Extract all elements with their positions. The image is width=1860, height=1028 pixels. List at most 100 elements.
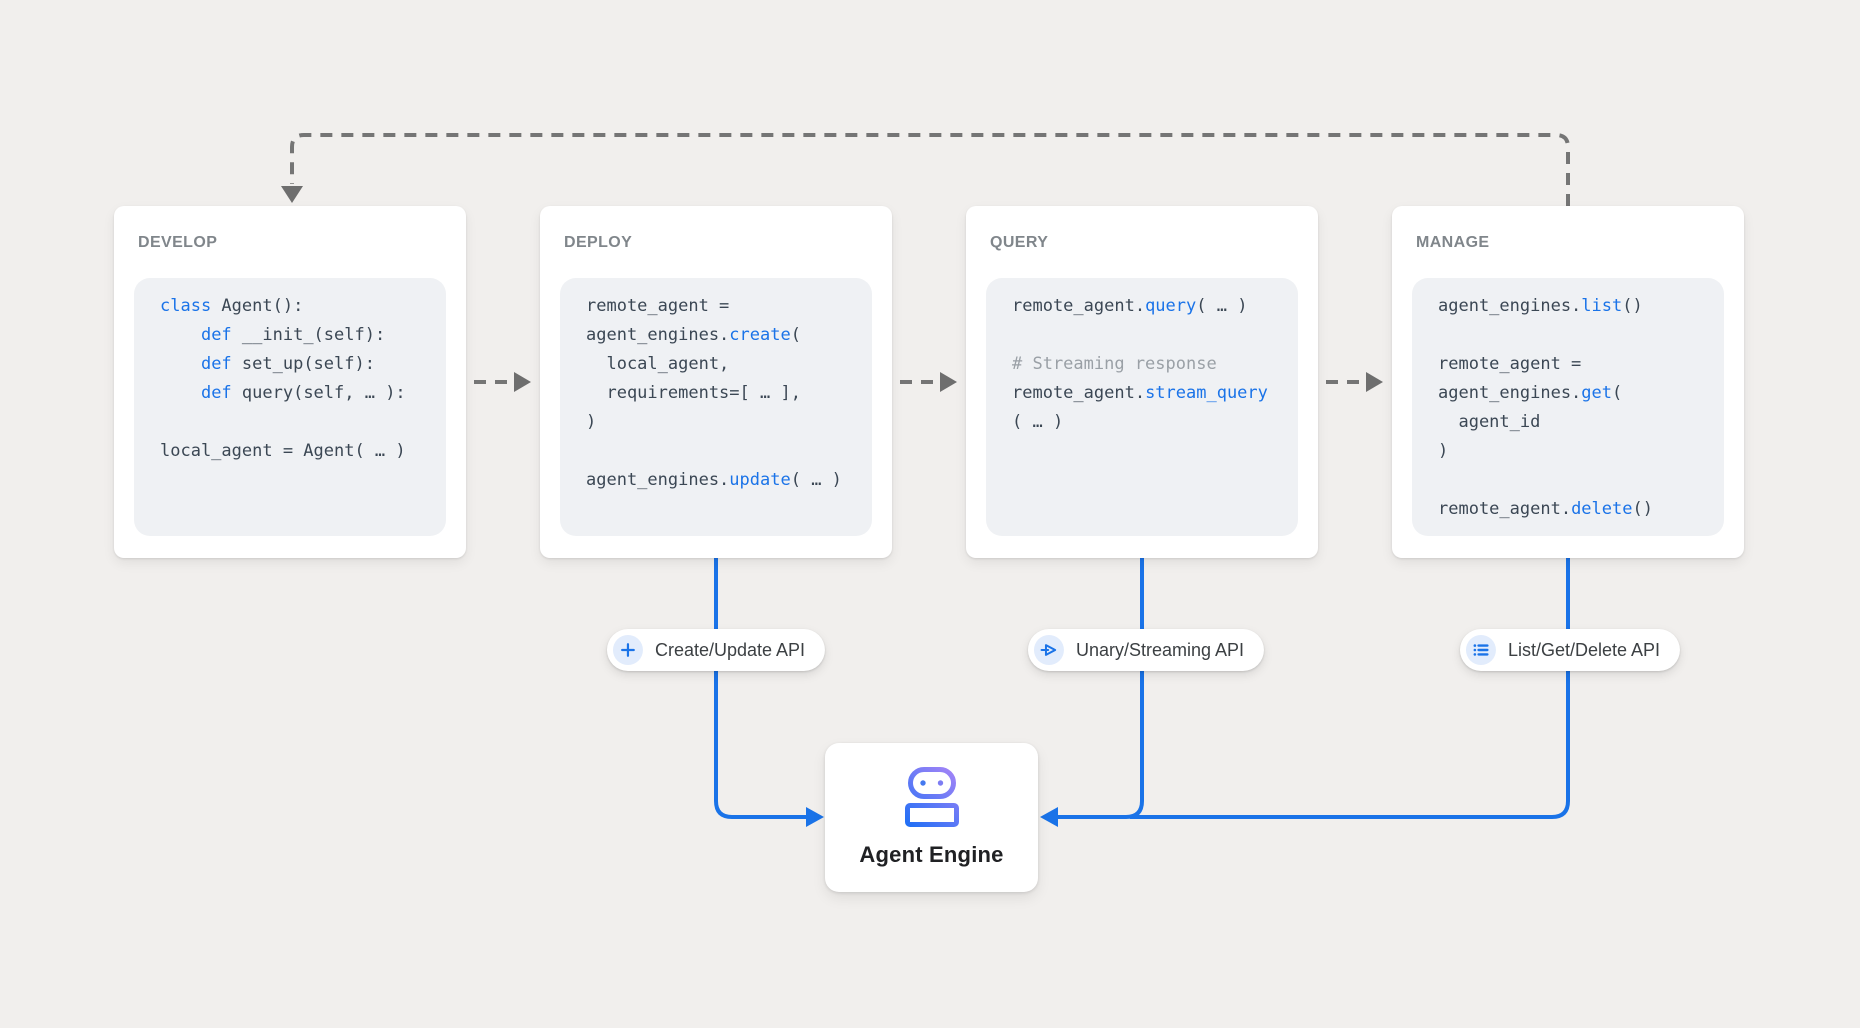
code-segment	[160, 383, 201, 403]
loopback-arrowhead-icon	[281, 186, 303, 203]
code-segment: ( … )	[1196, 296, 1248, 316]
code-line: def set_up(self):	[160, 350, 440, 379]
code-line	[586, 437, 866, 466]
code-segment: query(self, … ):	[231, 383, 406, 403]
code-segment: ()	[1622, 296, 1643, 316]
code-line	[1438, 466, 1718, 495]
code-segment: delete	[1571, 499, 1633, 519]
code-segment: def	[200, 354, 232, 374]
unary-streaming-api-pill: Unary/Streaming API	[1027, 629, 1265, 671]
list-icon	[1465, 635, 1496, 665]
robot-icon	[904, 767, 960, 832]
engine-left-arrowhead-icon	[806, 807, 824, 827]
code-line	[1438, 321, 1718, 350]
code-segment: agent_engines.	[1438, 383, 1582, 403]
develop-card: DEVELOP class Agent(): def __init_(self)…	[114, 206, 466, 558]
code-line: agent_engines.get(	[1438, 379, 1718, 408]
code-line: agent_engines.update( … )	[586, 466, 866, 495]
engine-label: Agent Engine	[859, 842, 1004, 867]
pill-label: Unary/Streaming API	[1075, 639, 1245, 660]
code-segment: requirements=[ … ],	[586, 383, 801, 403]
code-line: remote_agent.stream_query	[1012, 379, 1292, 408]
code-segment: )	[1438, 441, 1449, 461]
code-line: agent_id	[1438, 408, 1718, 437]
code-segment: agent_engines.	[586, 470, 730, 490]
code-line	[160, 408, 440, 437]
code-segment: get	[1581, 383, 1613, 403]
query-to-engine-connector	[1058, 558, 1144, 819]
query-card: QUERY remote_agent.query( … ) # Streamin…	[966, 206, 1318, 558]
code-segment: ( … )	[1012, 412, 1064, 432]
code-segment: Agent():	[211, 296, 304, 316]
code-line: )	[586, 408, 866, 437]
code-line: local_agent = Agent( … )	[160, 437, 440, 466]
code-segment: agent_engines.	[586, 325, 730, 345]
code-segment	[160, 325, 201, 345]
code-line: remote_agent =	[586, 292, 866, 321]
code-segment: def	[200, 383, 232, 403]
code-segment: remote_agent.	[1012, 383, 1146, 403]
code-segment: local_agent,	[586, 354, 730, 374]
code-segment: local_agent = Agent( … )	[160, 441, 406, 461]
code-line: agent_engines.list()	[1438, 292, 1718, 321]
code-line: ( … )	[1012, 408, 1292, 437]
code-segment: __init_(self):	[231, 325, 386, 345]
pill-label: List/Get/Delete API	[1507, 639, 1661, 660]
code-segment	[160, 354, 201, 374]
code-segment: remote_agent =	[1438, 354, 1582, 374]
code-segment: (	[1612, 383, 1623, 403]
card-title: DEPLOY	[564, 234, 633, 251]
code-segment: query	[1145, 296, 1197, 316]
code-line: requirements=[ … ],	[586, 379, 866, 408]
deploy-query-arrowhead-icon	[940, 372, 957, 392]
create-update-api-pill: Create/Update API	[606, 629, 826, 671]
code-line: remote_agent.query( … )	[1012, 292, 1292, 321]
send-icon	[1033, 635, 1064, 665]
code-line: class Agent():	[160, 292, 440, 321]
code-block: remote_agent.query( … ) # Streaming resp…	[986, 278, 1298, 536]
loopback-dashed-connector	[290, 133, 1570, 206]
code-segment: set_up(self):	[231, 354, 375, 374]
code-comment: # Streaming response	[1012, 354, 1217, 374]
card-title: DEVELOP	[138, 234, 218, 251]
card-title: QUERY	[990, 234, 1049, 251]
code-segment: remote_agent.	[1438, 499, 1572, 519]
code-segment: class	[160, 296, 212, 316]
code-line: agent_engines.create(	[586, 321, 866, 350]
code-segment: ()	[1632, 499, 1653, 519]
code-segment: (	[790, 325, 801, 345]
code-line: def query(self, … ):	[160, 379, 440, 408]
deploy-to-engine-connector	[714, 558, 806, 819]
code-segment: ( … )	[790, 470, 842, 490]
code-segment: remote_agent =	[586, 296, 730, 316]
manage-to-engine-connector	[1130, 558, 1570, 819]
code-block: class Agent(): def __init_(self): def se…	[134, 278, 446, 536]
code-line: remote_agent =	[1438, 350, 1718, 379]
code-segment: )	[586, 412, 597, 432]
code-segment: agent_engines.	[1438, 296, 1582, 316]
code-line: )	[1438, 437, 1718, 466]
plus-icon	[612, 635, 643, 665]
code-segment: list	[1581, 296, 1623, 316]
code-block: agent_engines.list() remote_agent = agen…	[1412, 278, 1724, 536]
code-segment: agent_id	[1438, 412, 1541, 432]
code-line	[1012, 321, 1292, 350]
list-get-delete-api-pill: List/Get/Delete API	[1459, 629, 1681, 671]
code-line: remote_agent.delete()	[1438, 495, 1718, 524]
code-segment: update	[729, 470, 791, 490]
engine-right-arrowhead-icon	[1040, 807, 1058, 827]
card-title: MANAGE	[1416, 234, 1490, 251]
code-line: # Streaming response	[1012, 350, 1292, 379]
develop-deploy-arrowhead-icon	[514, 372, 531, 392]
pill-label: Create/Update API	[654, 639, 806, 660]
code-block: remote_agent = agent_engines.create( loc…	[560, 278, 872, 536]
code-line: local_agent,	[586, 350, 866, 379]
code-segment: remote_agent.	[1012, 296, 1146, 316]
code-segment: def	[200, 325, 232, 345]
code-segment: stream_query	[1145, 383, 1268, 403]
code-segment: create	[729, 325, 791, 345]
query-manage-arrowhead-icon	[1366, 372, 1383, 392]
manage-card: MANAGE agent_engines.list() remote_agent…	[1392, 206, 1744, 558]
